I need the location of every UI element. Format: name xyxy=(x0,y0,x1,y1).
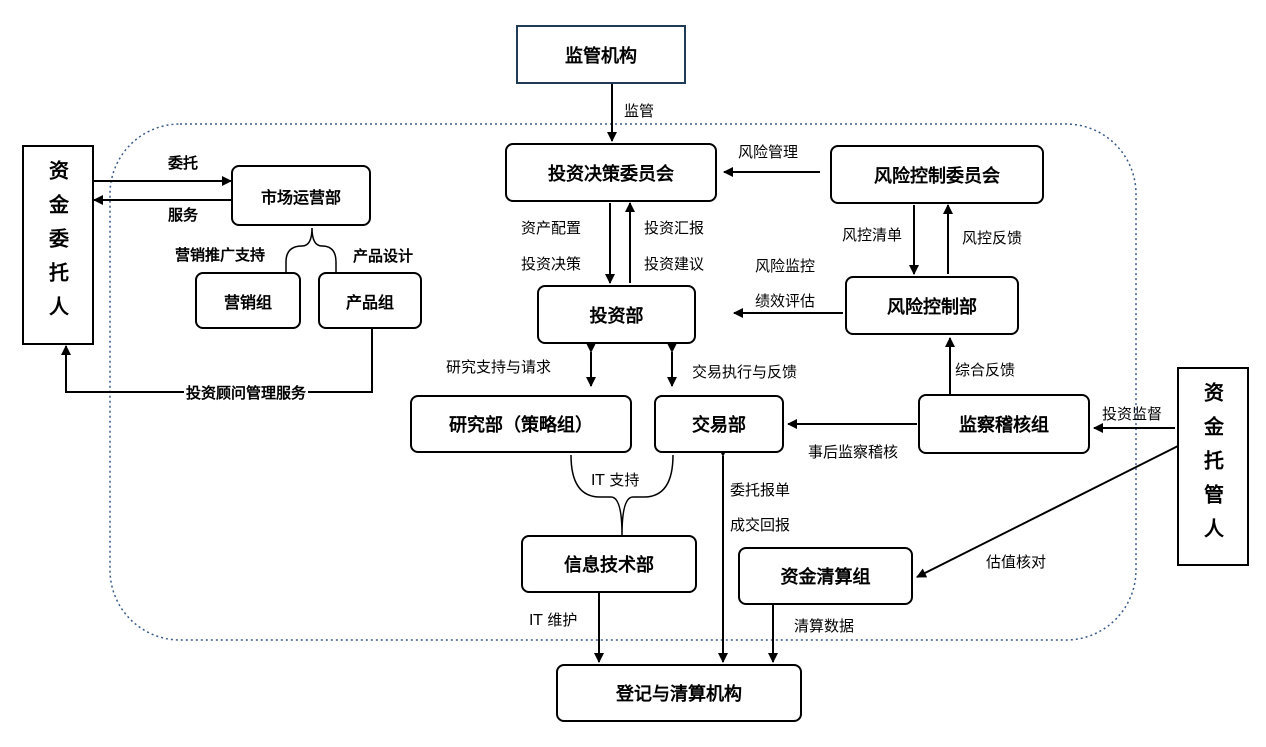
it-dept-box[interactable]: 信息技术部 xyxy=(521,535,697,593)
label-it-maintenance: IT 维护 xyxy=(529,611,578,629)
research-dept-box[interactable]: 研究部（策略组） xyxy=(410,395,632,453)
label-investment-advice: 投资建议 xyxy=(644,255,705,273)
risk-dept-box[interactable]: 风险控制部 xyxy=(845,276,1019,335)
label-overall-feedback: 综合反馈 xyxy=(955,361,1016,379)
marketing-brace xyxy=(285,227,337,272)
arrow-valuation-bidir xyxy=(916,437,1189,578)
label-supervision: 监管 xyxy=(624,102,655,120)
label-advisory-service: 投资顾问管理服务 xyxy=(184,384,309,402)
label-risk-monitoring: 风险监控 xyxy=(755,257,816,275)
trading-dept-box[interactable]: 交易部 xyxy=(654,395,784,453)
label-marketing-support: 营销推广支持 xyxy=(175,246,266,264)
investment-committee-box[interactable]: 投资决策委员会 xyxy=(505,143,717,202)
label-order-report: 委托报单 xyxy=(730,481,791,499)
clearing-group-box[interactable]: 资金清算组 xyxy=(738,547,913,605)
label-investment-supervision: 投资监督 xyxy=(1102,405,1163,423)
company-boundary xyxy=(109,123,1137,641)
custodian-box[interactable]: 资金托管人 xyxy=(1177,367,1249,566)
label-valuation-check: 估值核对 xyxy=(986,553,1047,571)
client-label: 资金委托人 xyxy=(45,160,70,330)
custodian-label: 资金托管人 xyxy=(1200,381,1225,552)
label-risk-list: 风控清单 xyxy=(842,226,903,244)
label-research-support: 研究支持与请求 xyxy=(446,358,552,376)
label-product-design: 产品设计 xyxy=(353,247,414,265)
risk-committee-box[interactable]: 风险控制委员会 xyxy=(830,145,1044,204)
label-investment-report: 投资汇报 xyxy=(644,219,705,237)
label-risk-feedback: 风控反馈 xyxy=(962,229,1023,247)
marketing-dept-box[interactable]: 市场运营部 xyxy=(231,165,371,226)
investment-dept-box[interactable]: 投资部 xyxy=(537,285,696,344)
label-clearing-data: 清算数据 xyxy=(794,617,855,635)
label-service: 服务 xyxy=(168,206,199,224)
audit-group-box[interactable]: 监察稽核组 xyxy=(918,394,1090,454)
label-performance-eval: 绩效评估 xyxy=(755,292,816,310)
label-trade-execution: 交易执行与反馈 xyxy=(692,363,798,381)
it-support-brace xyxy=(570,454,674,536)
product-group-box[interactable]: 产品组 xyxy=(318,272,422,329)
label-asset-allocation: 资产配置 xyxy=(521,219,582,237)
label-post-audit: 事后监察稽核 xyxy=(808,443,899,461)
arrow-advisory-service xyxy=(61,329,373,393)
regulator-box[interactable]: 监管机构 xyxy=(516,25,686,84)
label-entrust: 委托 xyxy=(168,154,199,172)
marketing-group-box[interactable]: 营销组 xyxy=(195,272,301,329)
label-it-support: IT 支持 xyxy=(591,471,640,489)
label-deal-report: 成交回报 xyxy=(730,516,791,534)
registration-clearing-box[interactable]: 登记与清算机构 xyxy=(556,664,802,722)
label-risk-management: 风险管理 xyxy=(738,143,799,161)
label-investment-decision: 投资决策 xyxy=(521,255,582,273)
client-box[interactable]: 资金委托人 xyxy=(22,145,94,345)
